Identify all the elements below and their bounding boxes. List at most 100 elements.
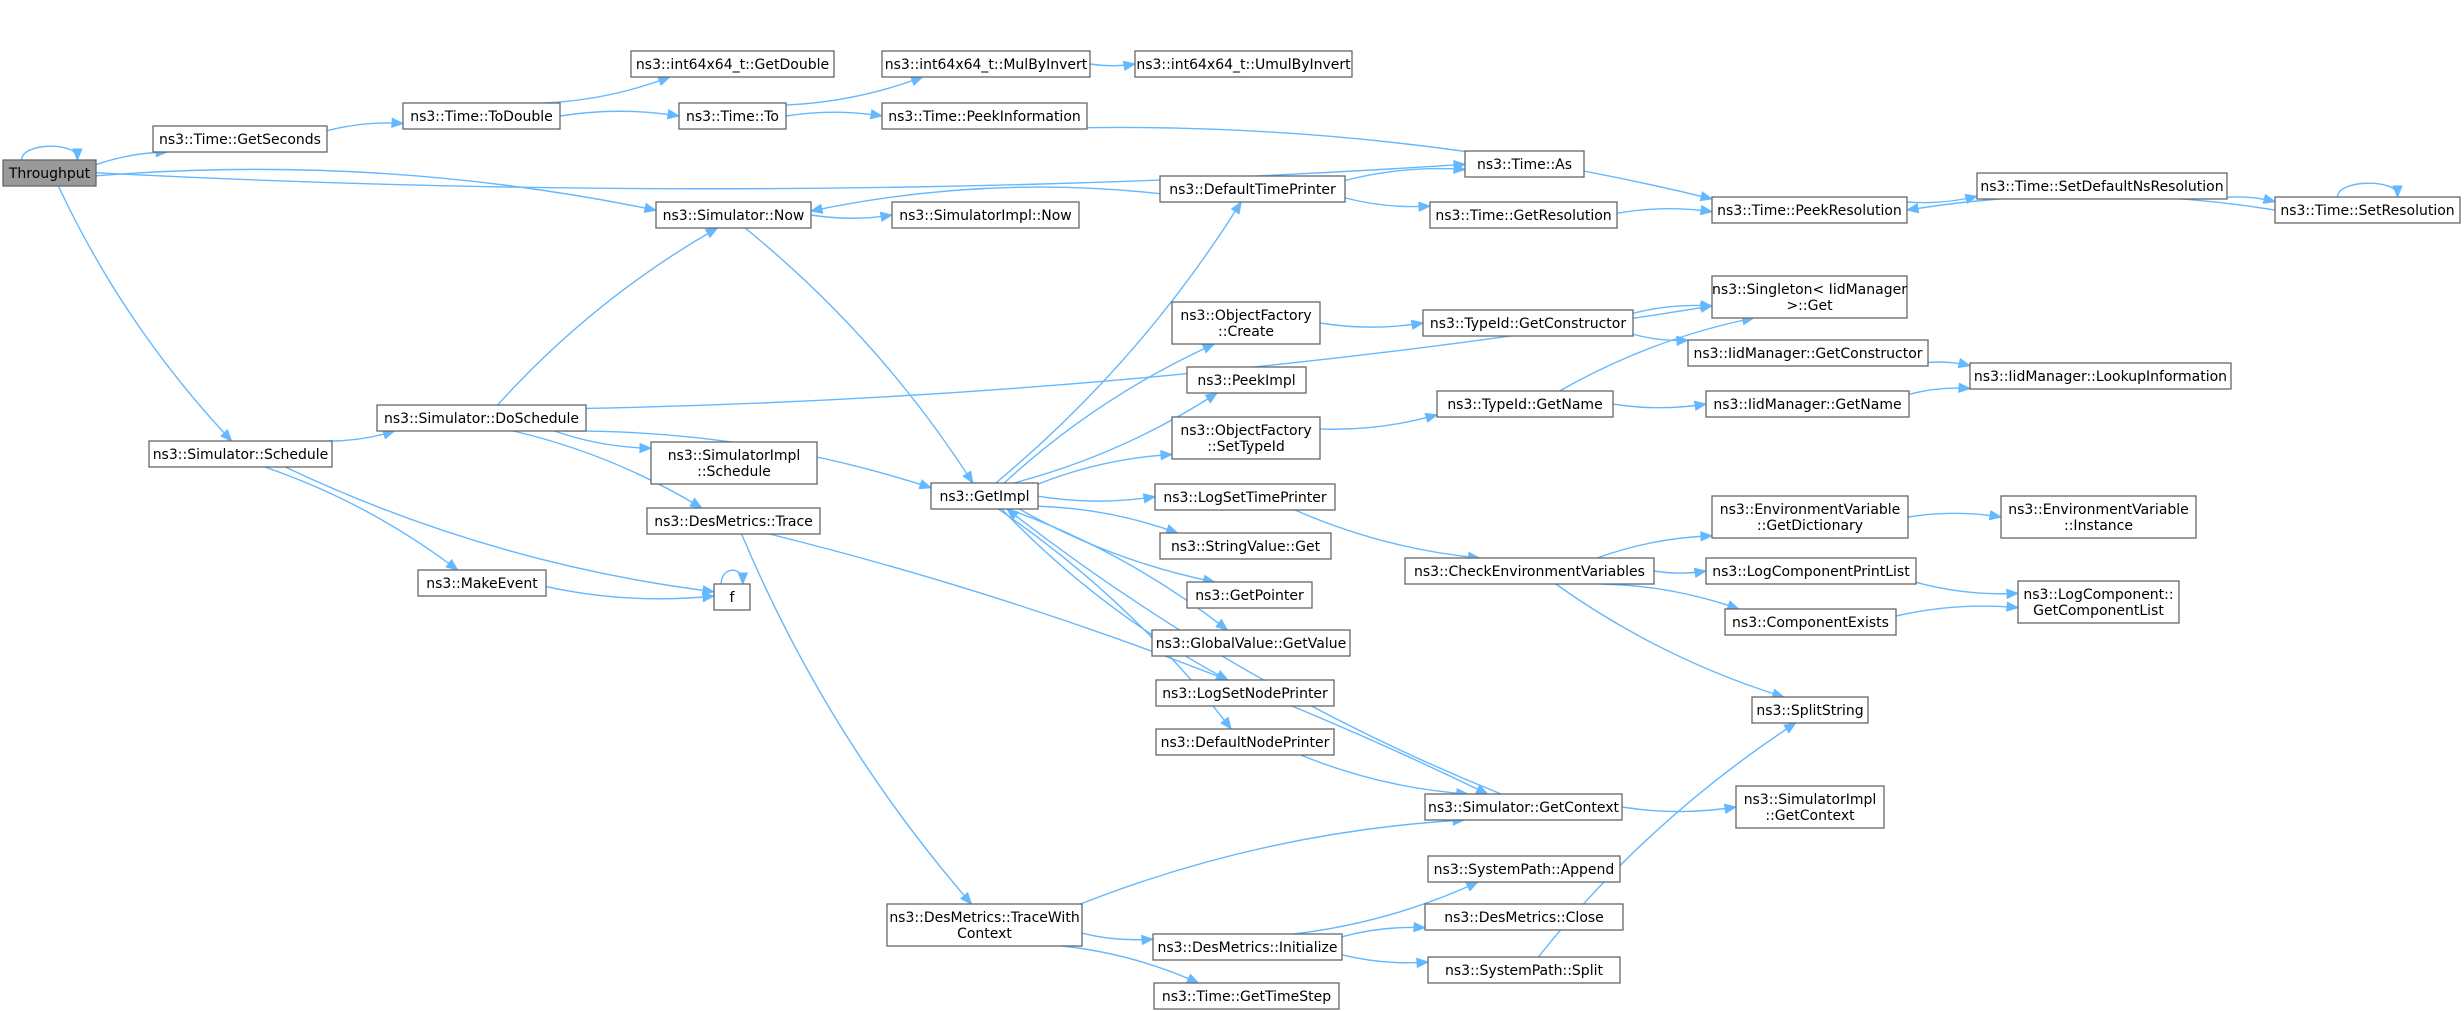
node-label: ns3::DefaultNodePrinter bbox=[1161, 735, 1330, 751]
node-simimpl_schedule[interactable]: ns3::SimulatorImpl::Schedule bbox=[650, 441, 818, 485]
node-objfactory_create[interactable]: ns3::ObjectFactory::Create bbox=[1171, 301, 1321, 345]
edge-arrowhead bbox=[2262, 193, 2277, 204]
node-box bbox=[713, 583, 751, 611]
node-time_peekresolution[interactable]: ns3::Time::PeekResolution bbox=[1711, 196, 1908, 224]
node-defaultnodeprinter[interactable]: ns3::DefaultNodePrinter bbox=[1155, 728, 1335, 756]
node-sim_now[interactable]: ns3::Simulator::Now bbox=[655, 201, 812, 229]
node-time_to[interactable]: ns3::Time::To bbox=[678, 102, 787, 130]
node-getpointer[interactable]: ns3::GetPointer bbox=[1186, 581, 1313, 609]
edge-arrowhead bbox=[1424, 412, 1439, 423]
node-desmetrics_trace[interactable]: ns3::DesMetrics::Trace bbox=[646, 507, 821, 535]
edge-path bbox=[284, 466, 715, 593]
node-makeevent[interactable]: ns3::MakeEvent bbox=[417, 569, 547, 597]
node-sim_doschedule[interactable]: ns3::Simulator::DoSchedule bbox=[376, 404, 587, 432]
node-typeid_getconstructor[interactable]: ns3::TypeId::GetConstructor bbox=[1422, 309, 1634, 337]
edge-arrowhead bbox=[1453, 163, 1467, 174]
edge-arrowhead bbox=[1230, 200, 1242, 215]
edge-path bbox=[1341, 926, 1426, 938]
node-systempath_split[interactable]: ns3::SystemPath::Split bbox=[1427, 956, 1621, 984]
node-default_time_printer[interactable]: ns3::DefaultTimePrinter bbox=[1159, 175, 1346, 203]
node-logcomponentprintlist[interactable]: ns3::LogComponentPrintList bbox=[1705, 557, 1917, 585]
node-sim_getcontext[interactable]: ns3::Simulator::GetContext bbox=[1424, 793, 1623, 821]
node-label: ns3::Singleton< IidManager bbox=[1712, 282, 1907, 298]
node-throughput[interactable]: Throughput bbox=[2, 159, 97, 187]
node-stringvalue_get[interactable]: ns3::StringValue::Get bbox=[1159, 532, 1332, 560]
edge-f-to-f bbox=[720, 569, 749, 586]
edge-path bbox=[744, 227, 974, 484]
edge-arrowhead bbox=[1723, 803, 1738, 814]
node-f[interactable]: f bbox=[713, 583, 751, 611]
node-logsetnodeprinter[interactable]: ns3::LogSetNodePrinter bbox=[1155, 679, 1335, 707]
node-peekimpl[interactable]: ns3::PeekImpl bbox=[1186, 366, 1307, 394]
node-i64_umulbyinvert[interactable]: ns3::int64x64_t::UmulByInvert bbox=[1134, 50, 1353, 78]
node-checkenvvars[interactable]: ns3::CheckEnvironmentVariables bbox=[1404, 557, 1655, 585]
node-simimpl_now[interactable]: ns3::SimulatorImpl::Now bbox=[891, 201, 1080, 229]
node-label: ns3::DesMetrics::TraceWith bbox=[889, 910, 1079, 926]
node-systempath_append[interactable]: ns3::SystemPath::Append bbox=[1427, 855, 1621, 883]
edge-arrowhead bbox=[879, 211, 894, 222]
edge-path bbox=[545, 585, 715, 600]
node-iidmanager_lookupinformation[interactable]: ns3::IidManager::LookupInformation bbox=[1969, 362, 2232, 390]
edge-path bbox=[1344, 167, 1466, 182]
node-globalvalue_getvalue[interactable]: ns3::GlobalValue::GetValue bbox=[1151, 629, 1351, 657]
node-box bbox=[1724, 608, 1897, 636]
node-iidmanager_getconstructor[interactable]: ns3::IidManager::GetConstructor bbox=[1687, 339, 1929, 367]
node-i64_mulbyinvert[interactable]: ns3::int64x64_t::MulByInvert bbox=[881, 50, 1091, 78]
node-time_setdefaultns[interactable]: ns3::Time::SetDefaultNsResolution bbox=[1976, 172, 2228, 200]
node-objfactory_settypeid[interactable]: ns3::ObjectFactory::SetTypeId bbox=[1171, 416, 1321, 460]
node-time_gettimestep[interactable]: ns3::Time::GetTimeStep bbox=[1153, 982, 1340, 1010]
node-singleton_get[interactable]: ns3::Singleton< IidManager >::Get bbox=[1711, 275, 1908, 319]
node-splitstring[interactable]: ns3::SplitString bbox=[1751, 696, 1869, 724]
node-time_peekinformation[interactable]: ns3::Time::PeekInformation bbox=[881, 102, 1088, 130]
node-box bbox=[1427, 956, 1621, 984]
node-time_todouble[interactable]: ns3::Time::ToDouble bbox=[402, 102, 561, 130]
edge-arrowhead bbox=[1122, 60, 1137, 71]
edge-time_to-to-i64_mulbyinvert bbox=[785, 76, 924, 106]
node-time_as[interactable]: ns3::Time::As bbox=[1464, 150, 1585, 178]
edge-arrowhead bbox=[1783, 722, 1797, 734]
node-logsettimeprinter[interactable]: ns3::LogSetTimePrinter bbox=[1154, 483, 1336, 511]
node-typeid_getname[interactable]: ns3::TypeId::GetName bbox=[1436, 390, 1614, 418]
edge-arrowhead bbox=[918, 479, 933, 490]
node-desmetrics_close[interactable]: ns3::DesMetrics::Close bbox=[1424, 903, 1624, 931]
node-sim_schedule[interactable]: ns3::Simulator::Schedule bbox=[148, 440, 333, 468]
node-box bbox=[1134, 50, 1353, 78]
node-simimpl_getcontext[interactable]: ns3::SimulatorImpl::GetContext bbox=[1735, 785, 1885, 829]
node-desmetrics_initialize[interactable]: ns3::DesMetrics::Initialize bbox=[1152, 933, 1343, 961]
node-envvar_instance[interactable]: ns3::EnvironmentVariable::Instance bbox=[2000, 495, 2197, 539]
node-label: ns3::StringValue::Get bbox=[1171, 539, 1321, 555]
node-box bbox=[148, 440, 333, 468]
node-time_getseconds[interactable]: ns3::Time::GetSeconds bbox=[152, 125, 328, 153]
node-getimpl[interactable]: ns3::GetImpl bbox=[930, 482, 1039, 510]
node-label: ns3::SplitString bbox=[1756, 703, 1863, 719]
edge-path bbox=[810, 186, 1161, 212]
node-label: ::GetContext bbox=[1765, 808, 1855, 824]
node-envvar_getdictionary[interactable]: ns3::EnvironmentVariable::GetDictionary bbox=[1711, 495, 1909, 539]
edge-arrowhead bbox=[1465, 881, 1480, 892]
node-i64_getdouble[interactable]: ns3::int64x64_t::GetDouble bbox=[630, 50, 835, 78]
edge-arrowhead bbox=[666, 109, 681, 120]
node-label: ns3::Time::GetTimeStep bbox=[1162, 989, 1331, 1005]
node-label: ns3::LogComponent:: bbox=[2023, 587, 2173, 603]
edge-path bbox=[1080, 819, 1465, 905]
node-iidmanager_getname[interactable]: ns3::IidManager::GetName bbox=[1705, 390, 1910, 418]
edge-time_todouble-to-i64_getdouble bbox=[544, 76, 671, 104]
edge-arrowhead bbox=[1160, 449, 1174, 461]
edge-iidmanager_getname-to-iidmanager_lookupinformation bbox=[1908, 382, 1972, 395]
edge-sim_schedule-to-f bbox=[284, 466, 716, 596]
node-time_setresolution[interactable]: ns3::Time::SetResolution bbox=[2274, 196, 2461, 224]
node-time_getresolution[interactable]: ns3::Time::GetResolution bbox=[1429, 201, 1618, 229]
node-componentexists[interactable]: ns3::ComponentExists bbox=[1724, 608, 1897, 636]
node-logcomponent_getlist[interactable]: ns3::LogComponent::GetComponentList bbox=[2017, 580, 2180, 624]
edge-sim_schedule-to-makeevent bbox=[264, 466, 459, 571]
node-label: ns3::IidManager::GetConstructor bbox=[1693, 346, 1922, 362]
node-box bbox=[1155, 728, 1335, 756]
node-label: f bbox=[730, 590, 736, 606]
node-label: ::Schedule bbox=[697, 464, 771, 480]
node-label: ::GetDictionary bbox=[1757, 518, 1863, 534]
edge-getimpl-to-logsettimeprinter bbox=[1037, 493, 1157, 504]
edge-arrowhead bbox=[219, 429, 233, 442]
edge-path bbox=[1555, 583, 1784, 698]
edge-path bbox=[1006, 508, 1502, 795]
